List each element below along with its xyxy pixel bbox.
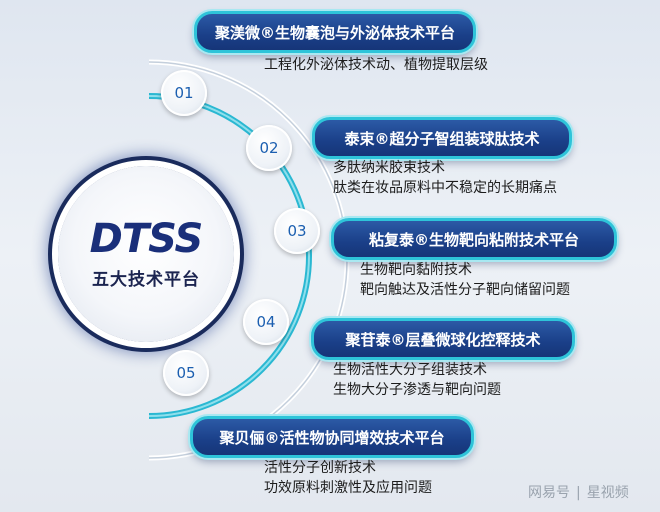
desc-line: 多肽纳米胶束技术: [333, 160, 445, 176]
inner-arc-highlight: [148, 95, 310, 417]
desc-line: 功效原料刺激性及应用问题: [264, 480, 432, 496]
number-badge-02: 02: [246, 125, 292, 171]
number-badge-04: 04: [243, 299, 289, 345]
platform-title-03: 粘复泰®生物靶向粘附技术平台: [331, 218, 617, 260]
platform-title-04: 聚苷泰®层叠微球化控释技术: [311, 318, 575, 360]
platform-desc-03: 生物靶向黏附技术 靶向触达及活性分子靶向储留问题: [360, 260, 570, 300]
watermark-author: 星视频: [586, 485, 629, 501]
platform-title-02: 泰束®超分子智组装球肽技术: [312, 117, 572, 159]
platform-title-05: 聚贝俪®活性物协同增效技术平台: [190, 416, 474, 458]
platform-desc-05: 活性分子创新技术 功效原料刺激性及应用问题: [264, 458, 432, 498]
platform-desc-02: 多肽纳米胶束技术 肽类在妆品原料中不稳定的长期痛点: [333, 158, 557, 198]
number-badge-05: 05: [163, 350, 209, 396]
desc-line: 工程化外泌体技术动、植物提取层级: [264, 57, 488, 73]
platform-desc-01: 工程化外泌体技术动、植物提取层级: [264, 55, 488, 75]
platform-title-01: 聚渼微®生物囊泡与外泌体技术平台: [194, 11, 476, 53]
number-badge-01: 01: [161, 70, 207, 116]
center-subtitle: 五大技术平台: [92, 269, 200, 290]
watermark: 网易号 | 星视频: [528, 482, 629, 502]
watermark-source: 网易号: [528, 485, 570, 501]
dtss-logo: DTSS: [89, 215, 204, 262]
desc-line: 肽类在妆品原料中不稳定的长期痛点: [333, 180, 557, 196]
number-badge-03: 03: [274, 208, 320, 254]
desc-line: 靶向触达及活性分子靶向储留问题: [360, 282, 570, 298]
desc-line: 生物靶向黏附技术: [360, 262, 472, 278]
center-logo-badge: DTSS 五大技术平台: [58, 166, 234, 342]
desc-line: 生物活性大分子组装技术: [333, 362, 487, 378]
desc-line: 活性分子创新技术: [264, 460, 376, 476]
platform-desc-04: 生物活性大分子组装技术 生物大分子渗透与靶向问题: [333, 360, 501, 400]
watermark-separator: |: [576, 485, 581, 501]
desc-line: 生物大分子渗透与靶向问题: [333, 382, 501, 398]
